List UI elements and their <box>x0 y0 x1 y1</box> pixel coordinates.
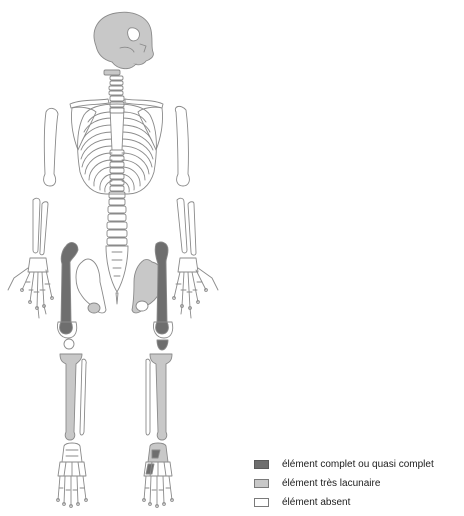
legend-swatch-complete <box>254 460 269 469</box>
left-scapula <box>71 107 96 150</box>
left-femur <box>60 243 78 334</box>
left-patella <box>64 339 74 349</box>
right-clavicle <box>125 99 163 108</box>
legend-item-absent: élément absent <box>254 493 464 512</box>
legend-label: élément absent <box>282 497 350 508</box>
left-humerus <box>44 108 58 186</box>
right-lower-leg <box>146 354 172 440</box>
ribcage <box>78 104 157 194</box>
legend-item-complete: élément complet ou quasi complet <box>254 455 464 474</box>
right-hand <box>173 258 218 318</box>
right-scapula <box>138 107 163 150</box>
legend-swatch-absent <box>254 498 269 507</box>
right-humerus <box>175 106 189 186</box>
legend-item-lacunar: élément très lacunaire <box>254 474 464 493</box>
legend-swatch-lacunar <box>254 479 269 488</box>
left-clavicle <box>70 99 109 108</box>
legend-label: élément complet ou quasi complet <box>282 459 434 470</box>
left-foot <box>57 443 88 507</box>
right-patella <box>157 340 168 350</box>
cervical-vertebrae <box>104 70 123 95</box>
skull <box>94 12 153 68</box>
left-obturator <box>88 303 100 313</box>
right-obturator <box>136 301 148 311</box>
right-femur <box>155 242 168 334</box>
legend: élément complet ou quasi complet élément… <box>254 455 464 512</box>
left-hand <box>8 258 53 318</box>
right-foot <box>143 443 174 507</box>
right-forearm <box>177 198 196 255</box>
left-lower-leg <box>60 354 86 440</box>
left-forearm <box>33 198 48 255</box>
legend-label: élément très lacunaire <box>282 478 380 489</box>
